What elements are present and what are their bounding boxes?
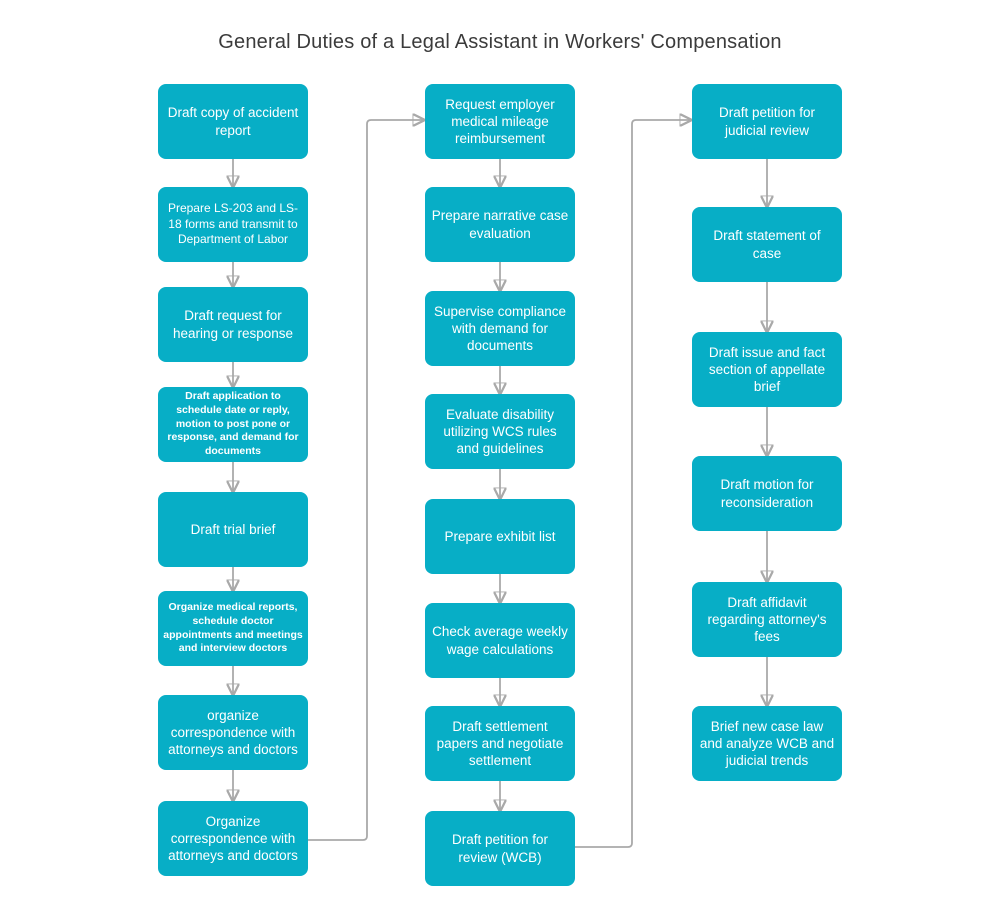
flow-node-draft-trial-brief: Draft trial brief — [158, 492, 308, 567]
flow-node-organize-correspondence-2: Organize correspondence with attorneys a… — [158, 801, 308, 876]
flow-node-request-mileage: Request employer medical mileage reimbur… — [425, 84, 575, 159]
flow-node-prepare-exhibit-list: Prepare exhibit list — [425, 499, 575, 574]
flow-node-statement-of-case: Draft statement of case — [692, 207, 842, 282]
flow-node-supervise-compliance: Supervise compliance with demand for doc… — [425, 291, 575, 366]
flow-node-organize-correspondence-1: organize correspondence with attorneys a… — [158, 695, 308, 770]
flow-node-check-wage-calculations: Check average weekly wage calculations — [425, 603, 575, 678]
flow-node-draft-application: Draft application to schedule date or re… — [158, 387, 308, 462]
flow-node-issue-fact-appellate-brief: Draft issue and fact section of appellat… — [692, 332, 842, 407]
flow-node-draft-settlement-papers: Draft settlement papers and negotiate se… — [425, 706, 575, 781]
flow-node-motion-reconsideration: Draft motion for reconsideration — [692, 456, 842, 531]
chart-title: General Duties of a Legal Assistant in W… — [218, 31, 782, 53]
flow-node-prepare-ls-forms: Prepare LS-203 and LS-18 forms and trans… — [158, 187, 308, 262]
flow-node-affidavit-attorneys-fees: Draft affidavit regarding attorney's fee… — [692, 582, 842, 657]
flow-node-petition-review-wcb: Draft petition for review (WCB) — [425, 811, 575, 886]
flow-node-narrative-case-evaluation: Prepare narrative case evaluation — [425, 187, 575, 262]
column-wrap-connector — [575, 120, 690, 848]
flow-node-organize-medical-reports: Organize medical reports, schedule docto… — [158, 591, 308, 666]
flow-node-draft-accident-report: Draft copy of accident report — [158, 84, 308, 159]
column-wrap-connector — [308, 120, 423, 841]
flow-node-draft-request-hearing: Draft request for hearing or response — [158, 287, 308, 362]
flow-node-evaluate-disability: Evaluate disability utilizing WCS rules … — [425, 394, 575, 469]
flow-node-brief-new-case-law: Brief new case law and analyze WCB and j… — [692, 706, 842, 781]
flow-node-petition-judicial-review: Draft petition for judicial review — [692, 84, 842, 159]
